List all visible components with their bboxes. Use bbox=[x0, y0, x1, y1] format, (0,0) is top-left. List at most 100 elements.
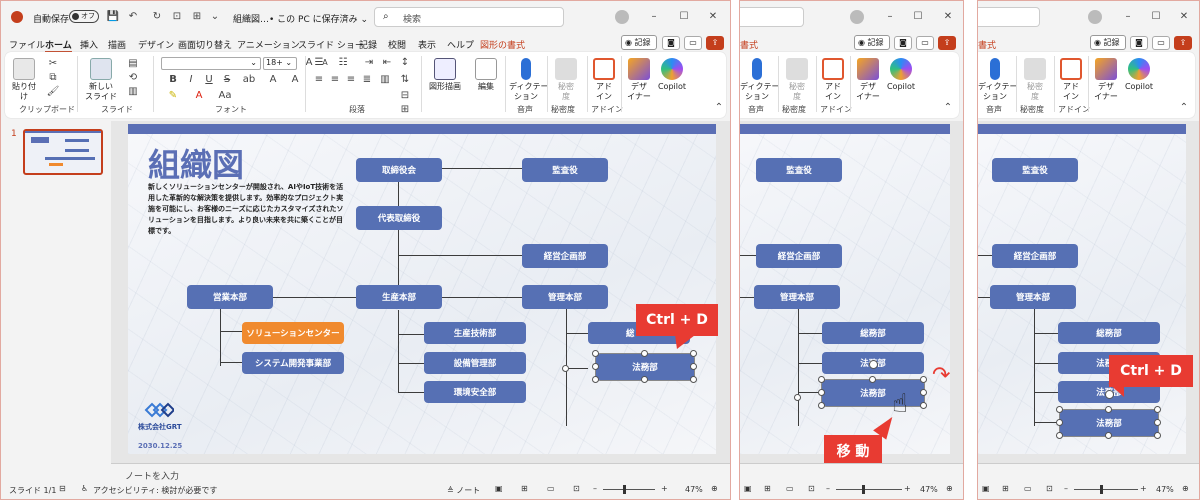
notes-button[interactable]: ≜ ノート bbox=[447, 486, 481, 495]
edit-button[interactable]: 編集 bbox=[471, 58, 501, 92]
shape-draw-button[interactable]: 図形描画 bbox=[425, 58, 465, 92]
align-left-icon[interactable]: ≡ bbox=[314, 74, 324, 85]
sorter-view-icon[interactable]: ⊞ bbox=[764, 484, 771, 493]
user-avatar-icon[interactable] bbox=[1088, 10, 1102, 24]
fit-slide-icon[interactable]: ⊕ bbox=[1182, 484, 1189, 493]
user-avatar-icon[interactable] bbox=[850, 10, 864, 24]
org-box-tech[interactable]: 生産技術部 bbox=[424, 322, 526, 344]
org-box-admin[interactable]: 管理本部 bbox=[990, 285, 1076, 309]
minimize-icon[interactable]: – bbox=[887, 11, 893, 22]
menu-shape-format-partial[interactable]: 書式 bbox=[740, 41, 759, 51]
clear-format-icon[interactable]: A bbox=[291, 74, 299, 85]
org-box-auditor[interactable]: 監査役 bbox=[756, 158, 842, 182]
org-box-legal-duplicate-selected[interactable]: 法務部 bbox=[1059, 409, 1159, 437]
slideshow-view-icon[interactable]: ⊡ bbox=[573, 484, 580, 493]
indent-icon[interactable]: ⇥ bbox=[364, 57, 374, 68]
text-direction-icon[interactable]: ⇅ bbox=[400, 74, 410, 85]
menu-slideshow[interactable]: スライド ショー bbox=[298, 41, 364, 51]
notes-pane[interactable]: ノートを入力 bbox=[111, 463, 730, 483]
comment-icon[interactable]: ▭ bbox=[916, 36, 934, 50]
new-slide-button[interactable]: 新しい スライド bbox=[85, 58, 117, 102]
zoom-slider[interactable] bbox=[1074, 485, 1138, 494]
org-box-legal-selected[interactable]: 法務部 bbox=[595, 353, 695, 381]
spellcheck-icon[interactable]: ⊟ bbox=[59, 484, 66, 493]
menu-help[interactable]: ヘルプ bbox=[447, 41, 475, 51]
slide-description[interactable]: 新しくソリューションセンターが開設され、AIやIoT技術を活用した革新的な解決策… bbox=[148, 183, 344, 235]
font-size-select[interactable]: 18+ ⌄ bbox=[263, 57, 297, 70]
align-right-icon[interactable]: ≡ bbox=[346, 74, 356, 85]
notes-pane[interactable] bbox=[978, 463, 1199, 483]
record-button[interactable]: ◉ 記録 bbox=[1090, 35, 1126, 50]
slide-thumbnail[interactable] bbox=[23, 129, 103, 175]
slide-canvas-duplicate[interactable]: 監査役 経営企画部 管理本部 総務部 法務部 法務部 法務部 bbox=[978, 124, 1186, 454]
format-painter-icon[interactable]: 🖌 bbox=[46, 86, 60, 97]
org-box-auditor[interactable]: 監査役 bbox=[992, 158, 1078, 182]
maximize-icon[interactable]: ☐ bbox=[679, 11, 689, 22]
zoom-out-icon[interactable]: – bbox=[1064, 484, 1068, 493]
sorter-view-icon[interactable]: ⊞ bbox=[1002, 484, 1009, 493]
designer-button[interactable]: デザ イナー bbox=[854, 58, 882, 102]
org-box-board[interactable]: 取締役会 bbox=[356, 158, 442, 182]
search-box-partial[interactable] bbox=[740, 7, 804, 27]
camera-icon[interactable]: ◙ bbox=[662, 36, 680, 50]
user-avatar-icon[interactable] bbox=[615, 10, 629, 24]
strikethrough-icon[interactable]: S bbox=[223, 74, 231, 85]
org-box-env[interactable]: 環境安全部 bbox=[424, 381, 526, 403]
normal-view-icon[interactable]: ▣ bbox=[982, 484, 990, 493]
share-icon[interactable]: ⇪ bbox=[1174, 36, 1192, 50]
accessibility-icon[interactable]: ♿ bbox=[81, 484, 89, 493]
share-icon[interactable]: ⇪ bbox=[938, 36, 956, 50]
slide-canvas-move[interactable]: 監査役 経営企画部 管理本部 総務部 法務部 法務部 bbox=[740, 124, 950, 454]
sensitivity-button[interactable]: 秘密 度 bbox=[551, 58, 581, 102]
close-icon[interactable]: ✕ bbox=[943, 11, 953, 22]
org-box-planning[interactable]: 経営企画部 bbox=[756, 244, 842, 268]
copy-icon[interactable]: ⧉ bbox=[49, 72, 57, 83]
layout-icon[interactable]: ▤ bbox=[128, 58, 138, 69]
share-icon[interactable]: ⇪ bbox=[706, 36, 724, 50]
close-icon[interactable]: ✕ bbox=[1179, 11, 1189, 22]
reset-icon[interactable]: ⟲ bbox=[128, 72, 138, 83]
menu-draw[interactable]: 描画 bbox=[108, 41, 127, 51]
bold-icon[interactable]: B bbox=[169, 74, 177, 85]
zoom-slider[interactable] bbox=[836, 485, 902, 494]
italic-icon[interactable]: I bbox=[189, 74, 193, 85]
menu-review[interactable]: 校閲 bbox=[388, 41, 407, 51]
org-box-planning[interactable]: 経営企画部 bbox=[992, 244, 1078, 268]
record-button[interactable]: ◉ 記録 bbox=[621, 35, 657, 50]
redo-icon[interactable]: ↻ bbox=[152, 11, 162, 22]
case-icon[interactable]: Aa bbox=[218, 90, 232, 101]
smartart-icon[interactable]: ⊞ bbox=[400, 104, 410, 115]
maximize-icon[interactable]: ☐ bbox=[1151, 11, 1161, 22]
presenter-icon[interactable]: ⊡ bbox=[172, 11, 182, 22]
fit-slide-icon[interactable]: ⊕ bbox=[946, 484, 953, 493]
addin-button[interactable]: アド イン bbox=[820, 58, 846, 102]
menu-record[interactable]: 記録 bbox=[359, 41, 378, 51]
org-box-general[interactable]: 総務部 bbox=[822, 322, 924, 344]
zoom-out-icon[interactable]: – bbox=[593, 484, 597, 493]
align-text-icon[interactable]: ⊟ bbox=[400, 90, 410, 101]
zoom-out-icon[interactable]: – bbox=[826, 484, 830, 493]
collapse-ribbon-icon[interactable]: ⌃ bbox=[943, 102, 953, 113]
menu-animations[interactable]: アニメーション bbox=[237, 41, 300, 51]
camera-icon[interactable]: ◙ bbox=[1130, 36, 1148, 50]
section-icon[interactable]: ▥ bbox=[128, 86, 138, 97]
slide-title[interactable]: 組織図 bbox=[148, 146, 245, 184]
char-spacing-icon[interactable]: ab bbox=[242, 74, 256, 85]
org-box-legal-copy[interactable]: 法務部 bbox=[821, 379, 925, 407]
reading-view-icon[interactable]: ▭ bbox=[786, 484, 794, 493]
menu-transitions[interactable]: 画面切り替え bbox=[178, 41, 233, 51]
menu-home[interactable]: ホーム bbox=[45, 38, 72, 53]
dictation-button[interactable]: ディクテー ション bbox=[509, 58, 548, 102]
camera-icon[interactable]: ◙ bbox=[894, 36, 912, 50]
zoom-level[interactable]: 47% bbox=[920, 485, 938, 494]
org-box-admin[interactable]: 管理本部 bbox=[754, 285, 840, 309]
org-box-sysdev[interactable]: システム開発事業部 bbox=[242, 352, 344, 374]
org-box-sales[interactable]: 営業本部 bbox=[187, 285, 273, 309]
zoom-level[interactable]: 47% bbox=[685, 485, 703, 494]
collapse-ribbon-icon[interactable]: ⌃ bbox=[714, 102, 724, 113]
underline-icon[interactable]: U bbox=[205, 74, 213, 85]
font-color-icon[interactable]: A bbox=[195, 90, 203, 101]
addin-button[interactable]: アド イン bbox=[1058, 58, 1084, 102]
menu-file[interactable]: ファイル bbox=[9, 41, 46, 51]
bullets-icon[interactable]: ☰ bbox=[314, 57, 324, 68]
